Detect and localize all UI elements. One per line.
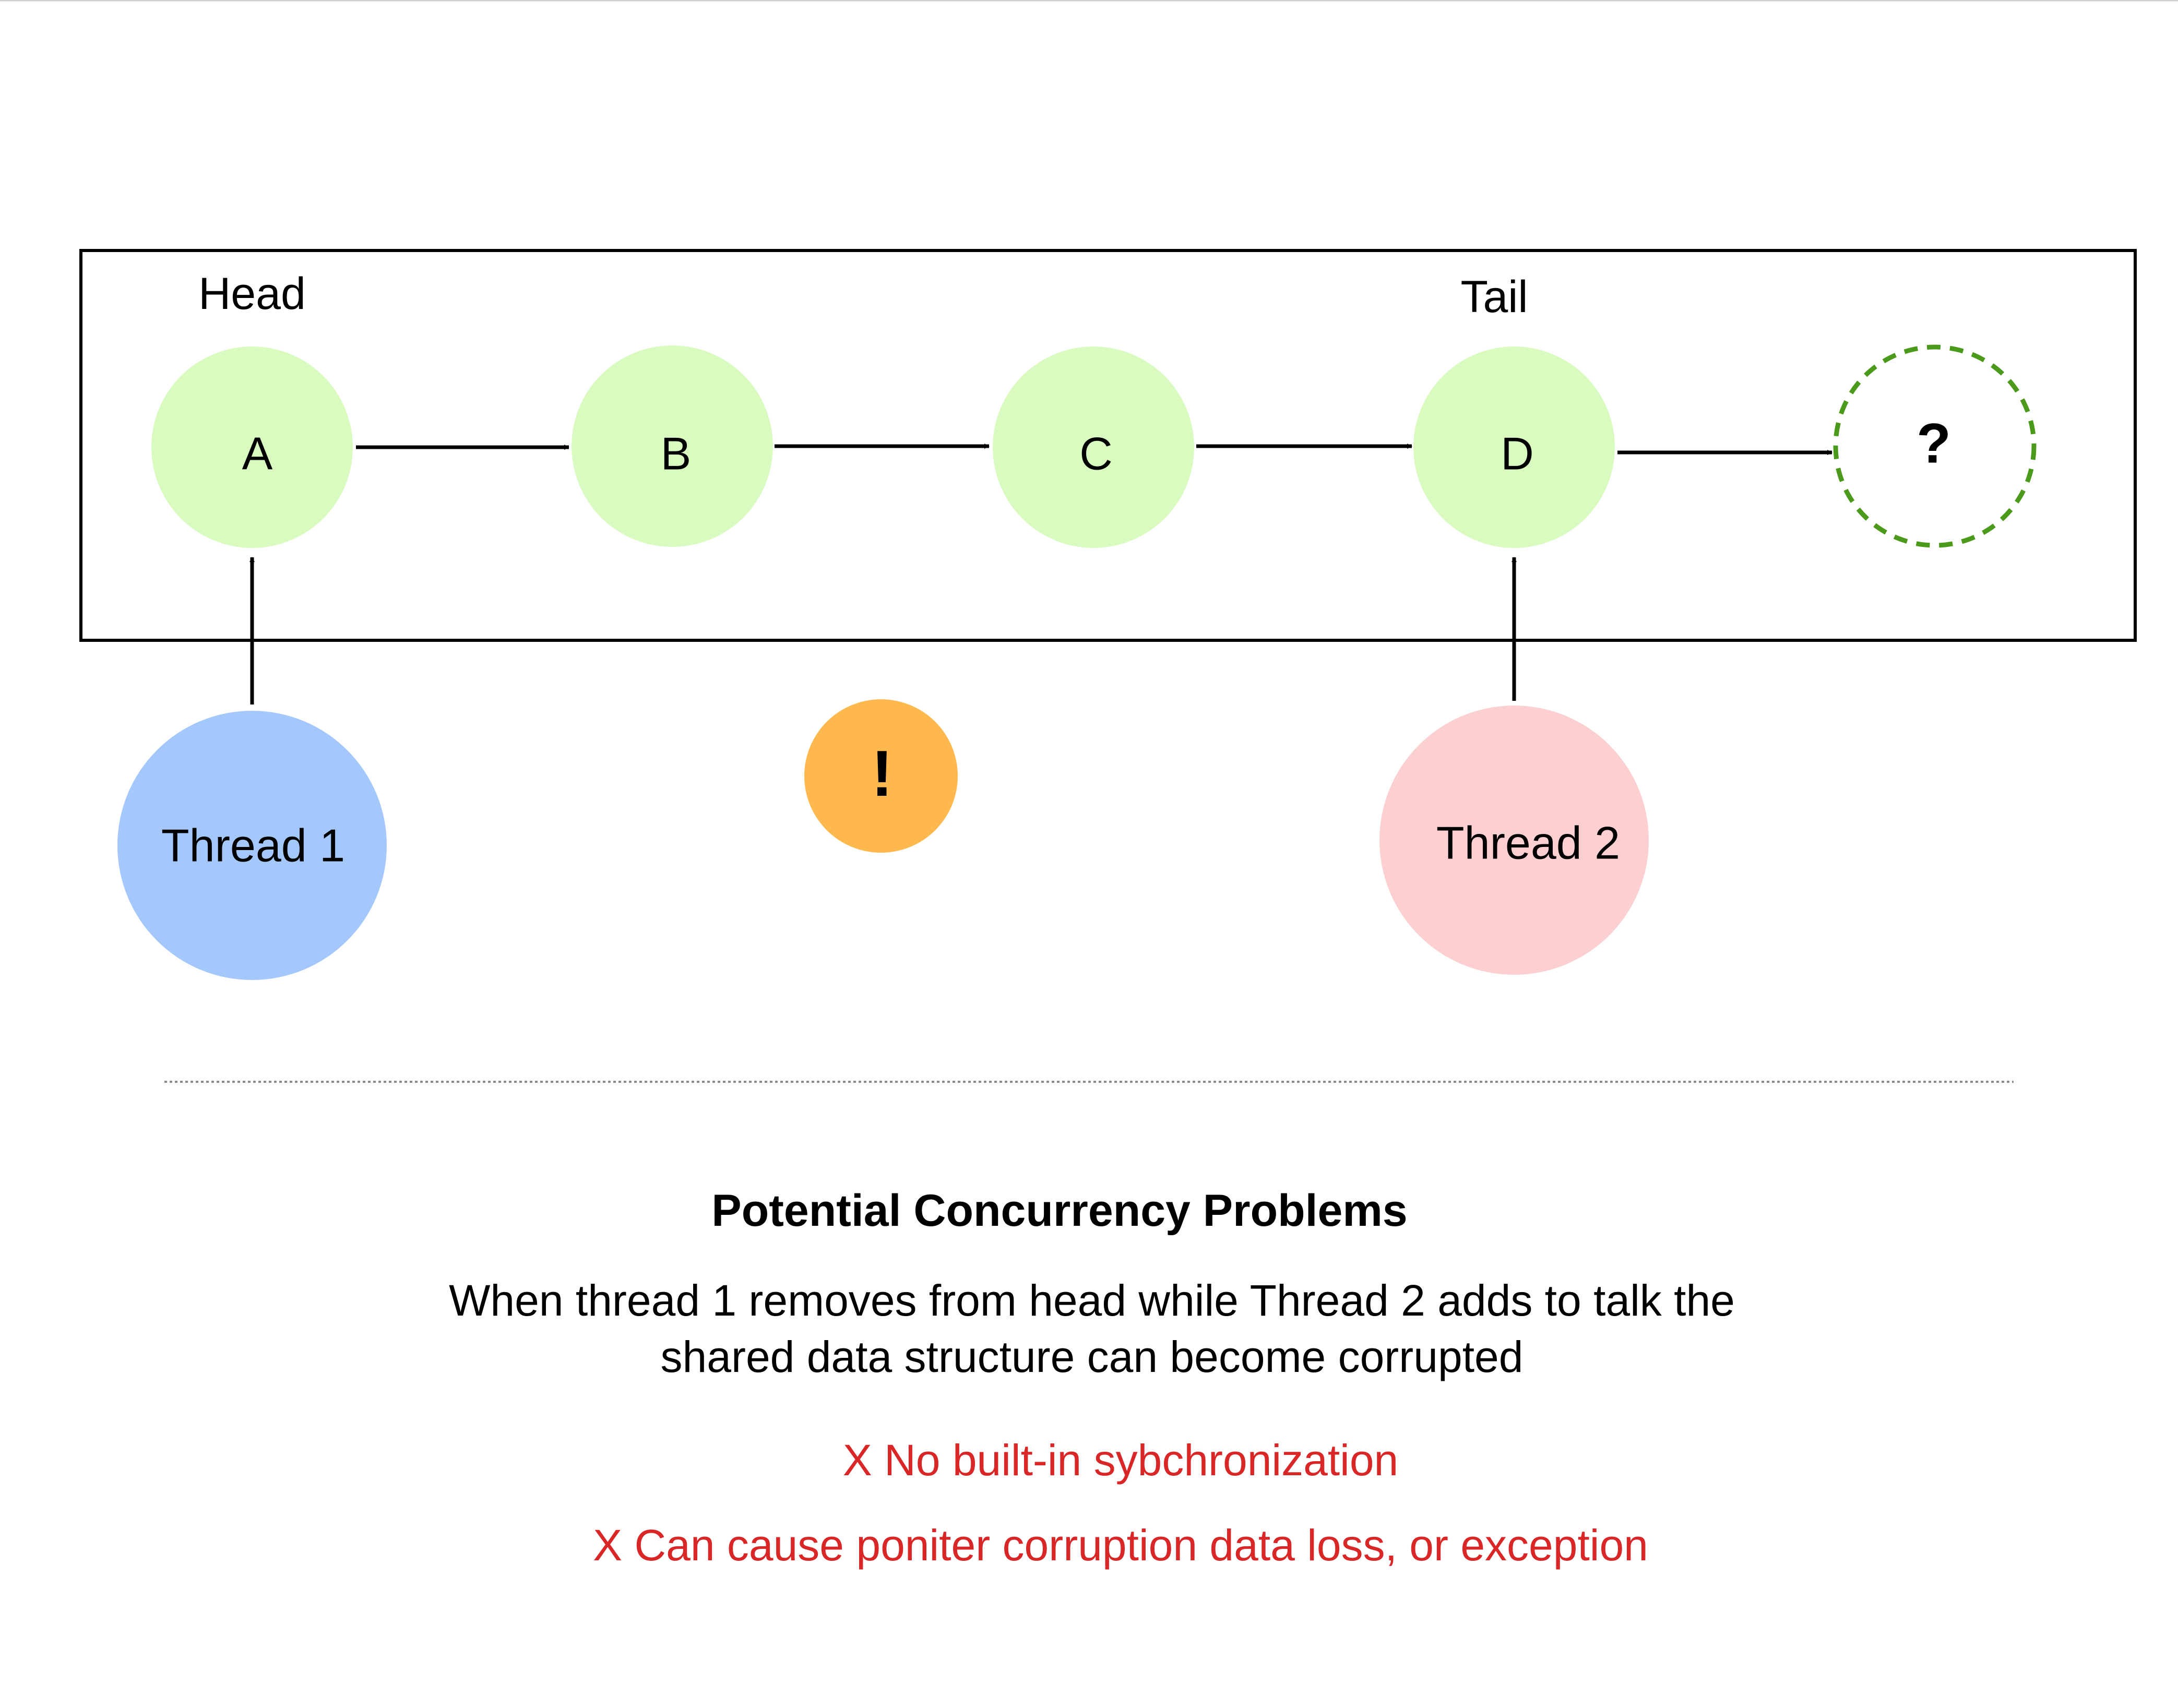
warning-badge: !: [804, 699, 958, 853]
problem-item-2: X Can cause poniter corruption data loss…: [593, 1521, 1648, 1570]
node-links: [356, 444, 1832, 455]
node-d-label: D: [1501, 427, 1534, 479]
list-nodes: A B C D ?: [151, 344, 2037, 548]
summary-title: Potential Concurrency Problems: [711, 1186, 1407, 1236]
thread-2: Thread 2: [1379, 706, 1649, 975]
node-unknown: ?: [1833, 344, 2037, 548]
warning-icon: [804, 699, 958, 853]
node-b: B: [572, 345, 773, 547]
warning-label: !: [871, 738, 892, 810]
node-a-label: A: [242, 427, 273, 479]
thread-arrows: [249, 557, 1517, 704]
shared-structure-box: [79, 249, 2137, 642]
node-c-label: C: [1079, 427, 1113, 479]
tail-label: Tail: [1460, 272, 1528, 322]
node-c: C: [993, 347, 1194, 548]
summary-description-line1: When thread 1 removes from head while Th…: [449, 1276, 1735, 1325]
node-a: A: [151, 347, 353, 548]
thread-1-label: Thread 1: [161, 819, 345, 871]
thread-1: Thread 1: [117, 711, 387, 980]
head-label: Head: [198, 269, 306, 319]
node-d: D: [1413, 347, 1615, 548]
node-unknown-label: ?: [1917, 412, 1951, 475]
thread-2-label: Thread 2: [1436, 817, 1620, 868]
problem-item-1: X No built-in sybchronization: [843, 1436, 1399, 1485]
summary-description-line2: shared data structure can become corrupt…: [661, 1332, 1524, 1381]
node-b-label: B: [661, 427, 692, 479]
